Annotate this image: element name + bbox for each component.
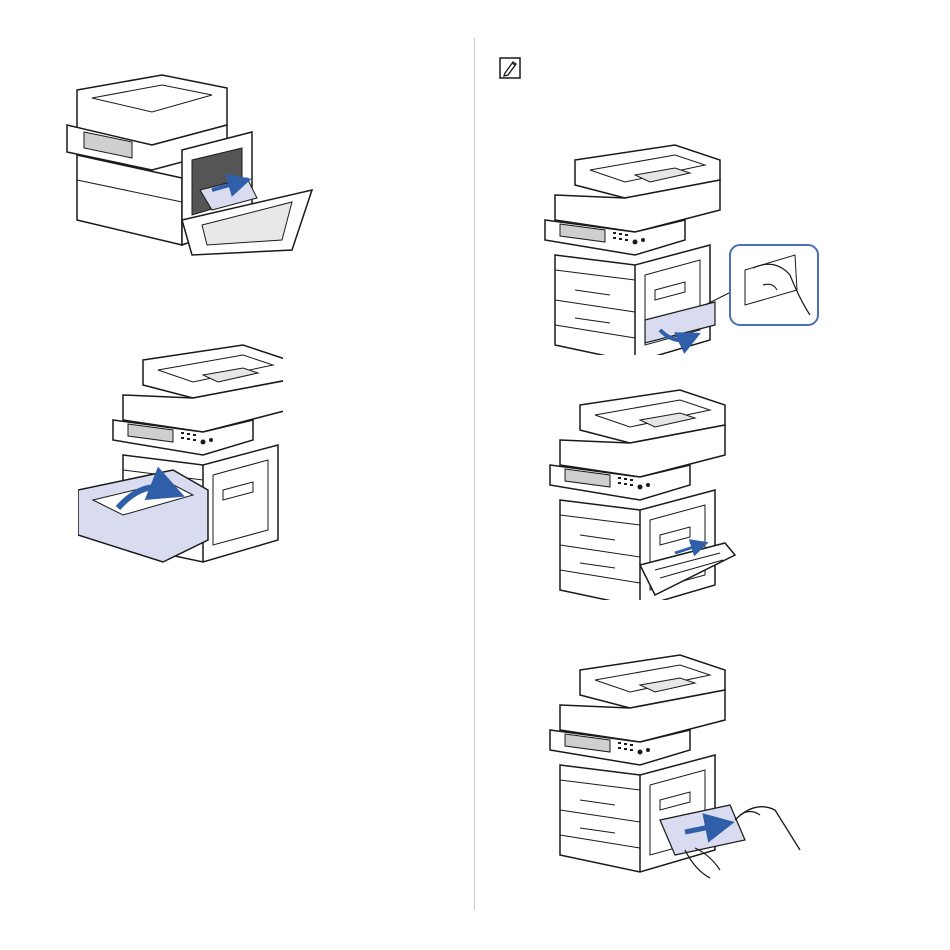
figure-lower-cover-callout <box>535 140 825 355</box>
figure-insert-tray <box>78 340 283 565</box>
column-divider <box>474 38 475 910</box>
printer-illustration <box>62 70 322 260</box>
printer-illustration <box>535 140 825 355</box>
figure-lower-cover-open <box>535 385 740 600</box>
printer-illustration <box>78 340 283 565</box>
printer-illustration <box>535 385 740 600</box>
printer-illustration <box>535 650 805 880</box>
figure-open-side-door <box>62 70 322 260</box>
note-pencil-icon <box>499 57 521 79</box>
paper-tray <box>78 470 208 562</box>
right-hand-sketch <box>735 807 800 850</box>
figure-pull-jammed-paper <box>535 650 805 880</box>
